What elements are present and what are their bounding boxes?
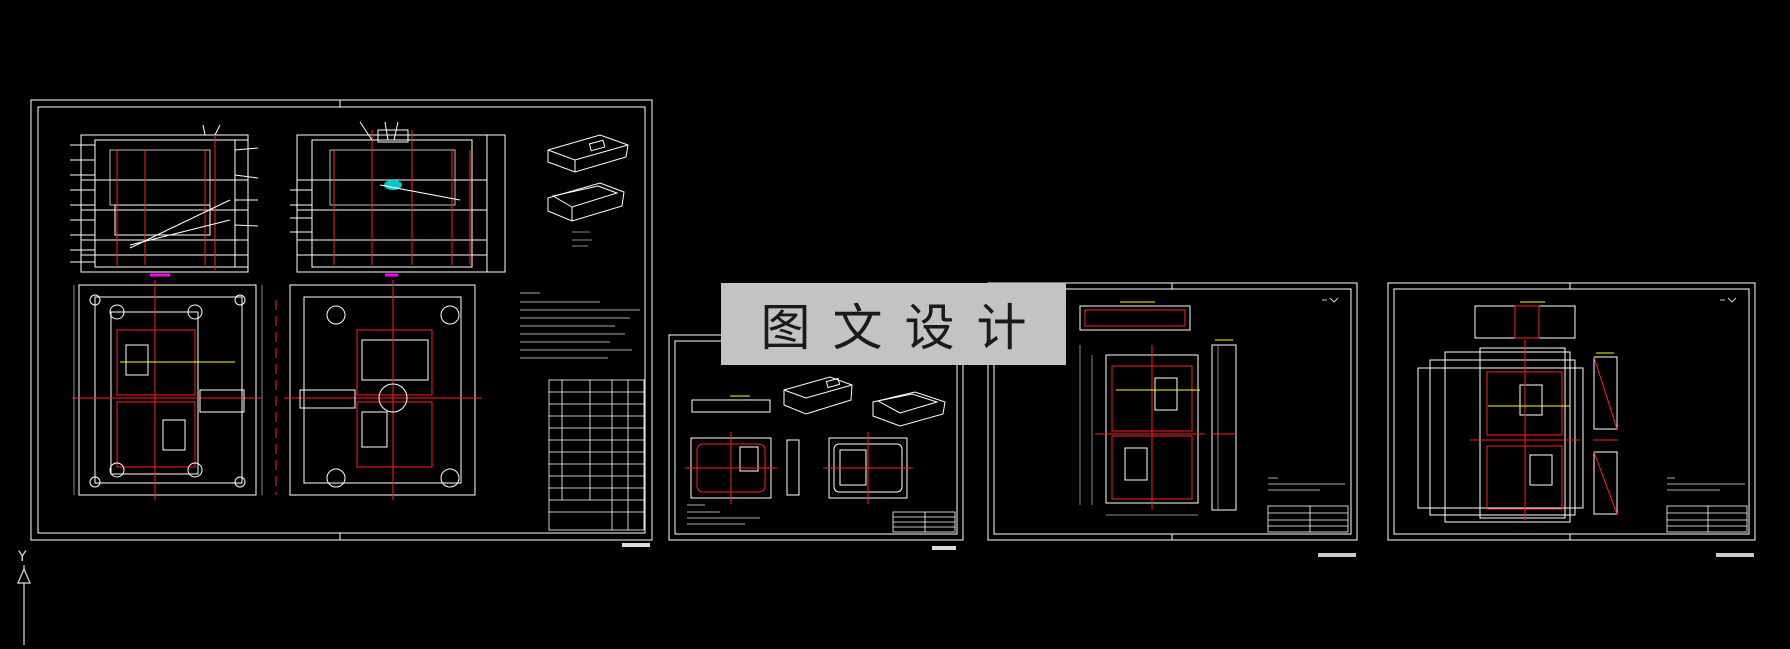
parts-list-table (548, 379, 645, 531)
ucs-axis-icon: Y (8, 545, 38, 645)
watermark-banner: 图文设计 (721, 283, 1066, 365)
sheet-cavity-plate[interactable] (987, 282, 1358, 557)
ucs-y-label: Y (17, 549, 27, 565)
watermark-text: 图文设计 (760, 299, 1049, 357)
sheet-core-plate[interactable] (1387, 282, 1756, 557)
technical-notes (520, 292, 640, 359)
part-3d-views (547, 134, 629, 247)
sheet-assembly[interactable] (30, 99, 653, 547)
plan-view-right (284, 280, 482, 500)
section-view-left (70, 124, 259, 277)
sheet-part[interactable] (668, 334, 964, 550)
section-view-right (290, 121, 506, 277)
plan-view-left (72, 280, 263, 500)
sheet-label (622, 543, 650, 547)
